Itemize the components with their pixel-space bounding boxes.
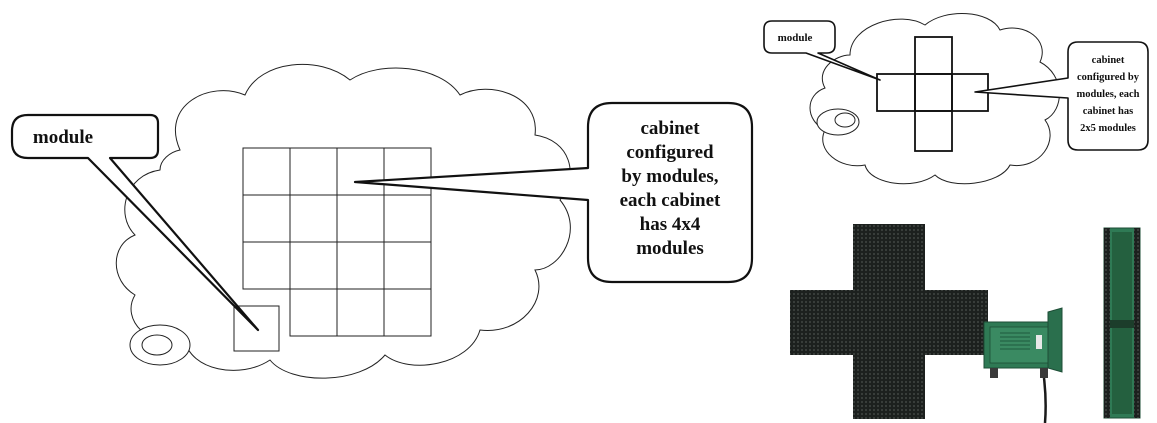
module-cell	[336, 288, 385, 337]
left-cabinet-line-6: modules	[636, 238, 704, 259]
module-cell	[242, 147, 291, 196]
left-small-cloud	[129, 324, 191, 366]
left-cabinet-line-5: has 4x4	[640, 214, 701, 235]
control-box	[983, 307, 1063, 378]
module-cell	[383, 241, 432, 290]
module-cell	[242, 194, 291, 243]
right-cabinet-line-5: 2x5 modules	[1080, 123, 1136, 134]
right-cabinet-line-3: modules, each	[1077, 89, 1140, 100]
right-module-callout: module	[763, 20, 881, 81]
module-cell	[289, 147, 338, 196]
right-cabinet-line-1: cabinet	[1092, 55, 1125, 66]
left-cabinet-line-2: configured	[626, 142, 714, 163]
cross-sign-photo	[790, 224, 1063, 423]
left-cabinet-callout: cabinet configured by modules, each cabi…	[353, 101, 754, 284]
right-cabinet-line-2: configured by	[1077, 72, 1140, 83]
module-cell	[383, 288, 432, 337]
module-cell	[336, 147, 385, 196]
module-cell	[289, 194, 338, 243]
left-module-callout: module	[10, 113, 260, 332]
module-cell	[383, 194, 432, 243]
power-cable	[1042, 377, 1047, 423]
right-cabinet-line-4: cabinet has	[1083, 106, 1133, 117]
module-cell	[336, 194, 385, 243]
left-cabinet-line-3: by modules,	[621, 166, 718, 187]
module-cell	[336, 241, 385, 290]
left-cabinet-grid	[242, 147, 432, 337]
module-cell	[289, 241, 338, 290]
right-module-label: module	[778, 32, 813, 44]
left-cabinet-line-4: each cabinet	[620, 190, 721, 211]
module-cell	[242, 241, 291, 290]
left-cabinet-line-1: cabinet	[640, 118, 700, 139]
left-module-label: module	[33, 127, 93, 148]
right-cabinet-callout: cabinet configured by modules, each cabi…	[974, 41, 1149, 151]
right-cloud	[809, 13, 1060, 185]
cross-sign-side-photo	[1103, 227, 1141, 419]
module-cell	[289, 288, 338, 337]
